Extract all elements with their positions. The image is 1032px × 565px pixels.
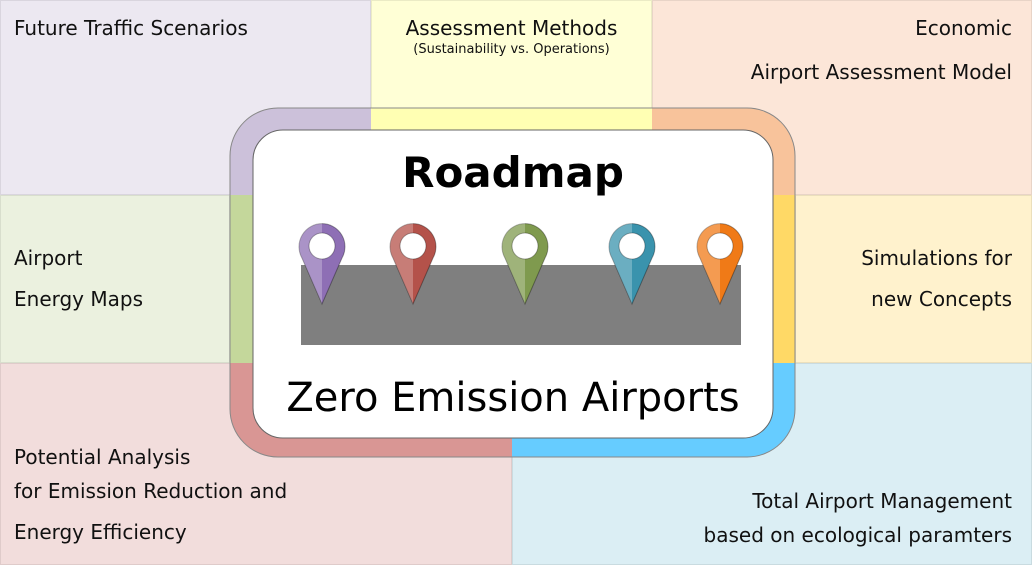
future-traffic-label: Future Traffic Scenarios — [14, 16, 248, 40]
economic-label-2: Airport Assessment Model — [750, 60, 1012, 84]
energy-maps-label-1: Airport — [14, 246, 83, 270]
potential-label-2: for Emission Reduction and — [14, 479, 288, 503]
panel-simulations — [795, 195, 1032, 363]
roadmap-title: Roadmap — [402, 148, 624, 197]
potential-label-1: Potential Analysis — [14, 445, 191, 469]
simulations-label-1: Simulations for — [861, 246, 1012, 270]
map-pin-orange-icon — [696, 222, 744, 306]
map-pin-purple-icon — [298, 222, 346, 306]
assessment-sublabel: (Sustainability vs. Operations) — [413, 42, 610, 57]
map-pin-red-icon — [389, 222, 437, 306]
zero-emission-subtitle: Zero Emission Airports — [286, 375, 740, 421]
energy-maps-label-2: Energy Maps — [14, 287, 144, 311]
total-mgmt-label-1: Total Airport Management — [752, 489, 1012, 513]
potential-label-3: Energy Efficiency — [14, 520, 187, 544]
map-pin-blue-icon — [608, 222, 656, 306]
map-pin-green-icon — [501, 222, 549, 306]
panel-energy-maps — [0, 195, 230, 363]
simulations-label-2: new Concepts — [871, 287, 1012, 311]
total-mgmt-label-2: based on ecological paramters — [703, 523, 1012, 547]
assessment-label: Assessment Methods — [405, 16, 618, 40]
economic-label-1: Economic — [915, 16, 1012, 40]
